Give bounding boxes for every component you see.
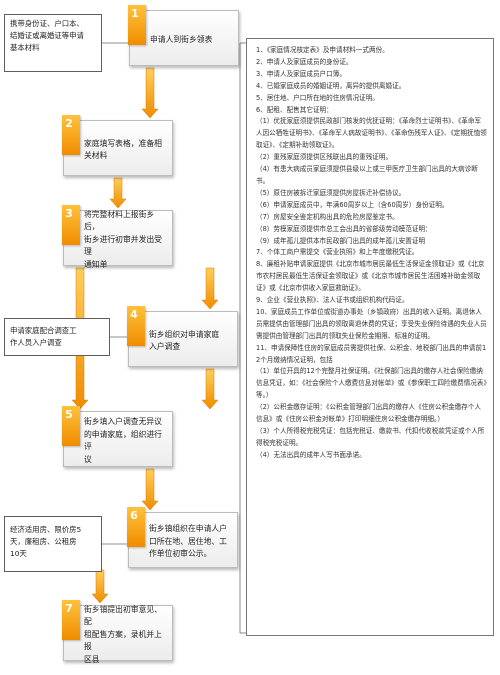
step-number-tab: 1 bbox=[128, 5, 146, 45]
requirement-item: （2）重残家庭须提供区残联出具的重残证明。 bbox=[256, 153, 393, 162]
step-text: 申请人到街乡领表 bbox=[150, 34, 213, 44]
requirement-item: （6）申请家庭成员中，年满60周岁以上（含60周岁）身份证明。 bbox=[256, 200, 449, 209]
materials-note-box: 携带身份证、户口本、 结婚证或离婚证等申请 基本材料 bbox=[4, 14, 102, 72]
step-number-tab: 5 bbox=[62, 406, 80, 446]
arrow-step5-to-step6 bbox=[141, 468, 159, 511]
requirement-item: 6、配租、配售其它证明： bbox=[256, 105, 333, 114]
step-1-box: 1 申请人到街乡领表 bbox=[128, 5, 239, 66]
step-text: 街乡镇组织在申请人户 口所在地、居住地、工 作单位初审公示。 bbox=[149, 524, 227, 559]
step-number-tab: 7 bbox=[62, 600, 80, 640]
arrow-step4-to-step5 bbox=[201, 368, 219, 410]
arrow-step3-to-step4 bbox=[201, 267, 219, 310]
requirement-item: （3）个人所得税完税凭证：包括完税证、缴款书、代扣代收税款凭证或个人所得税完税证… bbox=[256, 427, 485, 447]
step-number: 5 bbox=[65, 408, 73, 421]
requirement-item: 11、申请保障性住房的家庭成员需提供社保、公积金、地税部门出具的申请前12个月缴… bbox=[256, 343, 487, 364]
requirements-list-box: 1、《家庭情况核定表》及申请材料一式两份。 2、申请人及家庭成员的身份证。 3、申请… bbox=[246, 38, 494, 636]
survey-note-box: 申请家庭配合调查工 作人员入户调查 bbox=[4, 318, 110, 356]
requirement-item: 10、家庭成员工作单位或街道办事处（乡镇政府）出具的收入证明。离退休人员需提供由… bbox=[256, 307, 487, 340]
requirement-item: （5）原住房被拆迁家庭须提供房屋拆迁补偿协议。 bbox=[256, 188, 406, 197]
step-7-box: 7 街乡镇提出初审意见、配 租配售方案，录机并上报 区县 bbox=[62, 600, 173, 664]
step-number-tab: 6 bbox=[127, 507, 145, 547]
arrow-step1-to-step2 bbox=[141, 67, 159, 119]
step-number: 2 bbox=[65, 117, 73, 130]
step-5-box: 5 街乡填入户调查无异议 的申请家庭，组织进行评 议 bbox=[62, 406, 173, 467]
requirement-item: （2）公积金缴存证明：《公积金管理部门出具的缴存人《住房公积金缴存个人信息》或《… bbox=[256, 403, 482, 424]
step-6-box: 6 街乡镇组织在申请人户 口所在地、居住地、工 作单位初审公示。 bbox=[127, 507, 238, 568]
step-number: 6 bbox=[130, 509, 138, 522]
requirement-item: 5、居住地、户口所在地的住房情况证明。 bbox=[256, 93, 379, 102]
requirement-item: （8）劳模家庭须提供市总工会出具的省部级劳动模范证明： bbox=[256, 224, 432, 233]
step-number-tab: 2 bbox=[62, 115, 80, 155]
step-number: 7 bbox=[65, 602, 73, 615]
requirement-item: 7、个体工商户需提交《营业执照》和上年度缴税凭证。 bbox=[256, 248, 419, 257]
requirement-item: 3、申请人及家庭成员户口簿。 bbox=[256, 69, 346, 78]
step-text: 街乡镇提出初审意见、配 租配售方案，录机并上报 区县 bbox=[84, 604, 162, 664]
arrow-step2-to-step3 bbox=[109, 177, 127, 209]
step-4-box: 4 街乡组织对申请家庭 入户调查 bbox=[127, 306, 238, 367]
step-number-tab: 4 bbox=[127, 306, 145, 346]
step-number-tab: 3 bbox=[62, 205, 80, 245]
rent-types-note-box: 经济适用房、限价房5 天，廉租房、公租房 10天 bbox=[4, 516, 102, 572]
requirement-item: （9）成年孤儿提供本市民政部门出具的成年孤儿安置证明 bbox=[256, 236, 426, 245]
requirement-item: （4）无法出具的成年人写书面承诺。 bbox=[256, 450, 366, 459]
requirement-item: 4、已婚家庭成员的婚姻证明，离异的提供离婚证。 bbox=[256, 81, 406, 90]
step-text: 街乡组织对申请家庭 入户调查 bbox=[149, 329, 220, 352]
requirement-item: （1）优抚家庭须提供民政部门核发的优抚证明：《革命烈士证明书》、《革命军人因公牺… bbox=[256, 117, 487, 150]
step-number: 1 bbox=[131, 7, 139, 20]
requirements-list: 1、《家庭情况核定表》及申请材料一式两份。 2、申请人及家庭成员的身份证。 3、申请… bbox=[256, 45, 487, 462]
requirement-item: 9、企业《营业执照》、法人证书或组织机构代码证。 bbox=[256, 296, 409, 305]
requirement-item: 8、廉租补贴申请家庭提供《北京市城市居民最低生活保证金领取证》或《北京市农村居民… bbox=[256, 260, 485, 293]
step-text: 家庭填写表格，准备相 关材料 bbox=[84, 138, 162, 161]
step-number: 4 bbox=[130, 308, 138, 321]
requirement-item: （7）房屋安全鉴定机构出具的危险房屋鉴定书。 bbox=[256, 212, 399, 221]
step-text: 将完整材料上报街乡后， 街乡进行初审并发出受理 通知单 bbox=[84, 209, 162, 269]
requirement-item: （1）单位开具的12个完整月社保证明。《社保部门出具的缴存人社会保险缴纳信息凭证… bbox=[256, 367, 487, 400]
requirement-item: （4）有患大病成员家庭须提供县级以上或三甲医疗卫生部门出具的大病诊断书。 bbox=[256, 165, 478, 185]
step-number: 3 bbox=[65, 207, 73, 220]
step-text: 街乡填入户调查无异议 的申请家庭，组织进行评 议 bbox=[84, 417, 162, 464]
requirement-item: 2、申请人及家庭成员的身份证。 bbox=[256, 57, 353, 66]
requirement-item: 1、《家庭情况核定表》及申请材料一式两份。 bbox=[256, 46, 389, 54]
arrow-step6-to-step7 bbox=[91, 569, 109, 604]
step-2-box: 2 家庭填写表格，准备相 关材料 bbox=[62, 115, 173, 176]
step-3-box: 3 将完整材料上报街乡后， 街乡进行初审并发出受理 通知单 bbox=[62, 205, 173, 269]
